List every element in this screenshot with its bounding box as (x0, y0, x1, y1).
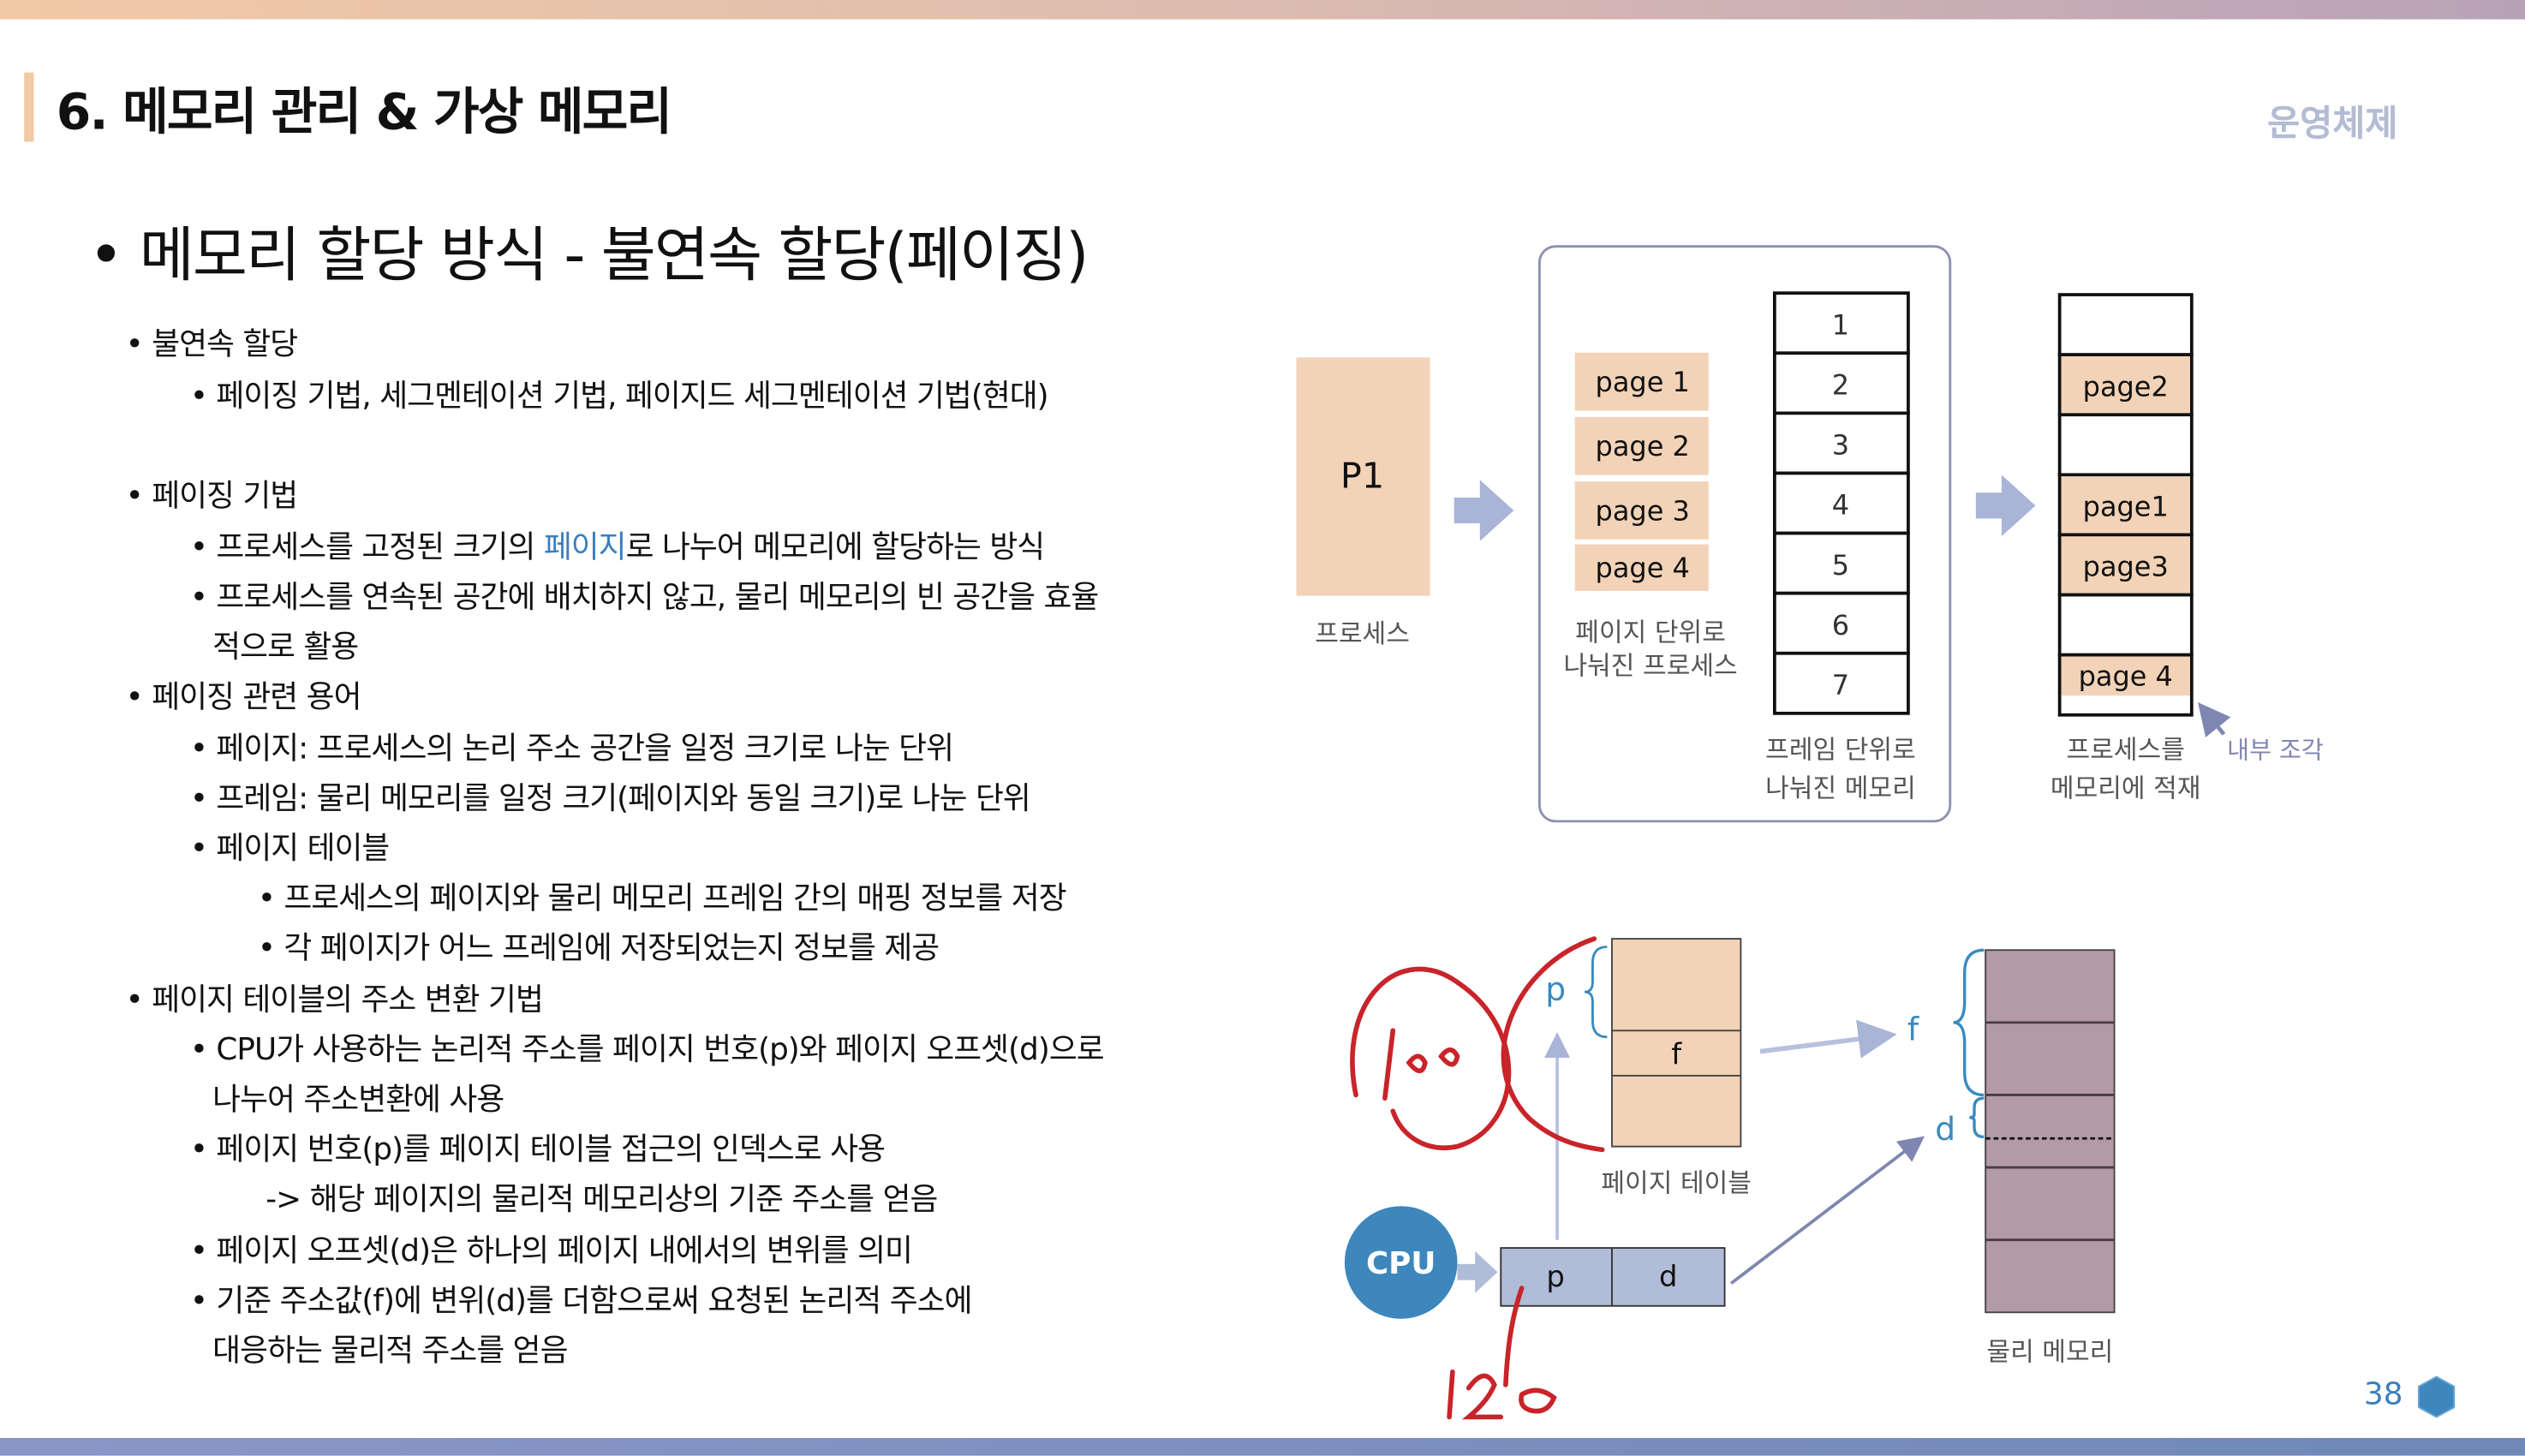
frame-cell (1772, 411, 1910, 475)
bullet-item: • 기준 주소값(f)에 변위(d)를 더함으로써 요청된 논리적 주소에 (189, 1283, 973, 1319)
page-box (1574, 416, 1709, 475)
bullet-item: • 프로세스의 페이지와 물리 메모리 프레임 간의 매핑 정보를 저장 (257, 880, 1067, 916)
bottom-gradient-bar (0, 1437, 2525, 1456)
arrow-right-icon (1454, 480, 1514, 541)
bullet-item: • 페이지: 프로세스의 논리 주소 공간을 일정 크기로 나눈 단위 (189, 731, 954, 767)
physical-memory (1985, 949, 2116, 1314)
mem-f-label: f (1907, 1011, 1919, 1048)
loaded-page-label: page 4 (2079, 660, 2173, 693)
bullet-item: • 페이징 기법 (125, 478, 299, 514)
page-box (1574, 481, 1709, 540)
table-frame-entry: f (1671, 1038, 1682, 1071)
frame-number: 7 (1832, 669, 1849, 701)
frame-number: 5 (1832, 549, 1849, 582)
loaded-page (2061, 356, 2190, 414)
frames-label-1: 프레임 단위로 (1765, 736, 1916, 766)
page-table (1611, 938, 1742, 1148)
addr-p: p (1546, 1260, 1564, 1293)
bullet-item: 적으로 활용 (212, 630, 359, 665)
process-label: 프로세스 (1315, 619, 1410, 649)
bullet-item: 대응하는 물리적 주소를 얻음 (212, 1333, 568, 1369)
addr-d: d (1659, 1260, 1677, 1293)
cpu-circle (1344, 1206, 1458, 1319)
brace-p (1584, 946, 1608, 1039)
table-label: 페이지 테이블 (1601, 1168, 1752, 1198)
table-p-label: p (1545, 970, 1566, 1008)
bullet-item: • CPU가 사용하는 논리적 주소를 페이지 번호(p)와 페이지 오프셋(d… (189, 1032, 1105, 1068)
loaded-label-2: 메모리에 적재 (2050, 774, 2201, 804)
arrow-right-icon (1975, 474, 2036, 537)
fragment-arrow (2198, 701, 2231, 737)
fragment-label: 내부 조각 (2227, 737, 2324, 765)
frame-cell (1772, 471, 1910, 535)
bullet-item: -> 해당 페이지의 물리적 메모리상의 기준 주소를 얻음 (266, 1181, 938, 1218)
bullet-item: • 각 페이지가 어느 프레임에 저장되었는지 정보를 제공 (257, 930, 940, 967)
loaded-page (2061, 476, 2190, 534)
bullet-item: • 페이지 테이블 (189, 831, 390, 867)
slide-title: 6. 메모리 관리 & 가상 메모리 (56, 83, 672, 142)
brace-f (1953, 948, 1985, 1097)
pages-label-2: 나눠진 프로세스 (1563, 652, 1737, 682)
bullet-item: • 페이지 오프셋(d)은 하나의 페이지 내에서의 변위를 의미 (189, 1233, 913, 1269)
page-box (1574, 352, 1709, 411)
frame-cell (1772, 531, 1910, 595)
loaded-page-label: page3 (2083, 551, 2169, 583)
frame-number: 3 (1832, 429, 1849, 462)
pages-label-1: 페이지 단위로 (1575, 618, 1726, 647)
frame-number: 6 (1832, 609, 1849, 641)
bullet-item: • 페이징 기법, 세그멘테이션 기법, 페이지드 세그멘테이션 기법(현대) (189, 378, 1049, 415)
bullet-item: • 프로세스를 고정된 크기의 페이지로 나누어 메모리에 할당하는 방식 (189, 523, 1046, 567)
loaded-page (2061, 536, 2190, 594)
bullet-item: • 페이징 관련 용어 (125, 679, 362, 715)
page-label: page 4 (1596, 552, 1690, 584)
title-accent (24, 72, 34, 142)
process-box (1296, 357, 1430, 596)
bullet-item: • 프레임: 물리 메모리를 일정 크기(페이지와 동일 크기)로 나눈 단위 (189, 780, 1031, 817)
frame-arrow (1759, 1019, 1897, 1059)
frame-number: 2 (1832, 368, 1849, 401)
logo-icon (2417, 1375, 2456, 1418)
page-number: 38 (2363, 1376, 2403, 1412)
highlighted-term: 페이지 (543, 529, 627, 565)
section-heading: • 메모리 할당 방식 - 불연속 할당(페이징) (88, 220, 1089, 290)
brace-d (1969, 1096, 1985, 1139)
bullet-item: • 페이지 테이블의 주소 변환 기법 (125, 982, 544, 1018)
cpu-label: CPU (1366, 1246, 1436, 1281)
mem-d-label: d (1935, 1110, 1955, 1148)
memory-frame (2057, 413, 2194, 477)
frames-label-2: 나눠진 메모리 (1765, 774, 1916, 804)
mem-label: 물리 메모리 (1986, 1338, 2113, 1368)
memory-frame (2057, 593, 2194, 657)
bullet-item: • 페이지 번호(p)를 페이지 테이블 접근의 인덱스로 사용 (189, 1131, 886, 1168)
frame-cell (1772, 351, 1910, 415)
loaded-label-1: 프로세스를 (2067, 736, 2185, 766)
bullet-item: • 불연속 할당 (125, 326, 299, 363)
top-gradient-bar (0, 0, 2525, 20)
frame-number: 1 (1832, 308, 1849, 341)
frame-number: 4 (1832, 489, 1849, 522)
bullet-text: • 프로세스를 고정된 크기의 (189, 529, 544, 565)
page-label: page 1 (1596, 366, 1690, 398)
page-label: page 2 (1596, 430, 1690, 462)
bullet-item: 나누어 주소변환에 사용 (212, 1082, 504, 1118)
frame-cell (1772, 651, 1910, 715)
offset-arrow (1729, 1136, 1925, 1285)
subject-label: 운영체제 (2267, 104, 2398, 146)
pages-group-box (1537, 245, 1952, 823)
page-box (1574, 544, 1709, 591)
bullet-text: 로 나누어 메모리에 할당하는 방식 (625, 529, 1046, 565)
process-name: P1 (1340, 456, 1384, 497)
arrow-right-icon (1457, 1250, 1498, 1293)
bullet-item: • 프로세스를 연속된 공간에 배치하지 않고, 물리 메모리의 빈 공간을 효… (189, 579, 1099, 616)
loaded-page (2061, 656, 2190, 696)
memory-frame (2057, 293, 2194, 357)
handwritten-annotations (1350, 936, 1605, 1420)
loaded-page-label: page1 (2083, 491, 2169, 523)
loaded-page-label: page2 (2083, 370, 2169, 403)
page-label: page 3 (1596, 494, 1690, 527)
